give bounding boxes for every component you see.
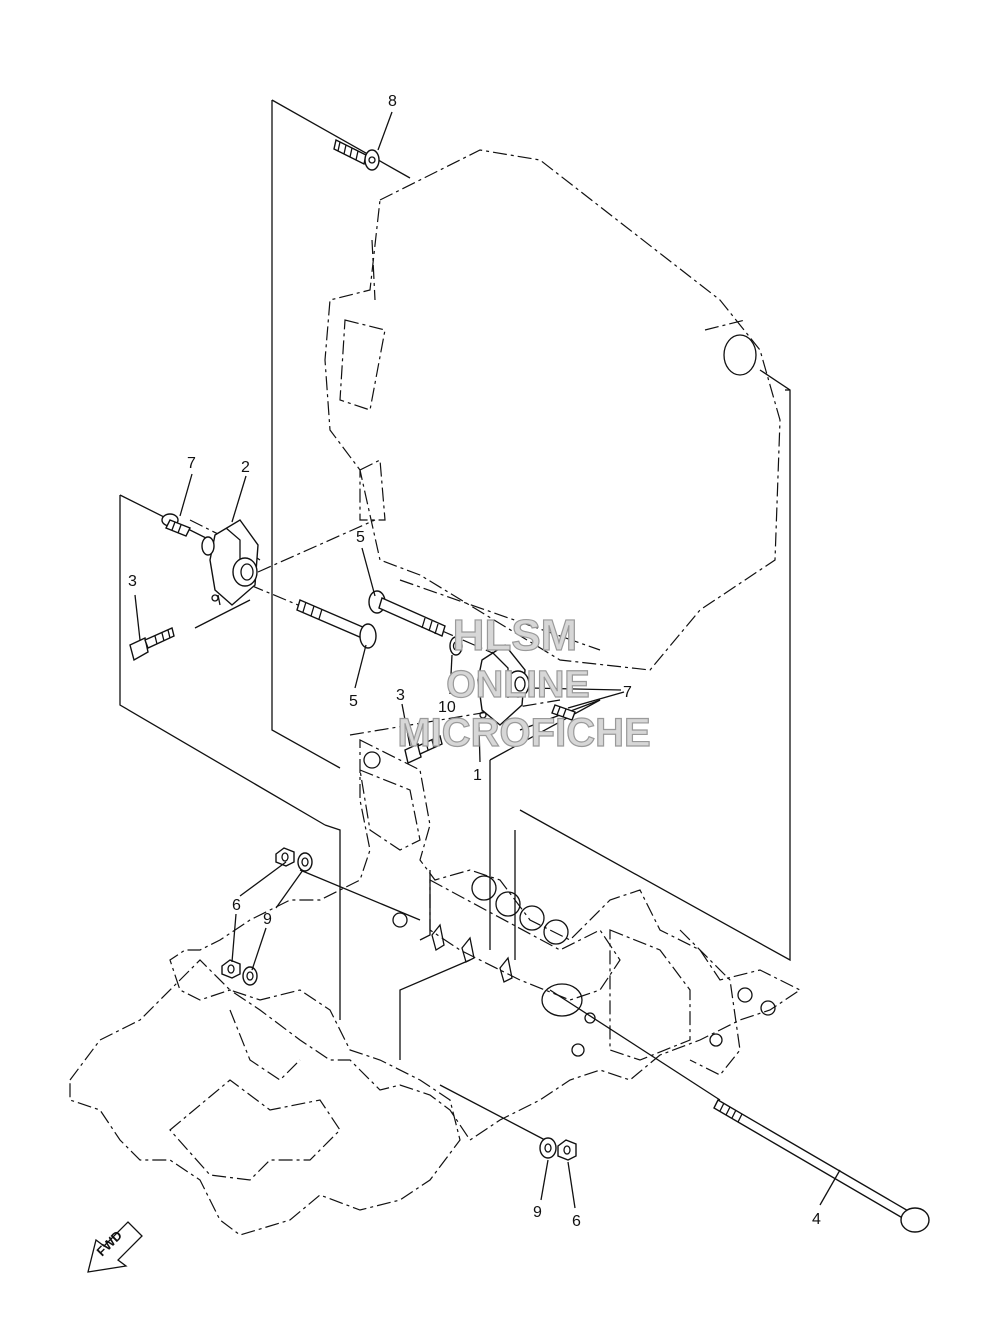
callout-9-upper: 9 <box>263 911 272 928</box>
callout-2: 2 <box>241 459 250 476</box>
washer-part-9-upper <box>297 852 313 872</box>
callout-8: 8 <box>388 93 397 110</box>
flange-bolt-part-3-center <box>404 735 443 764</box>
callout-6-lower: 6 <box>572 1213 581 1230</box>
stud-part-7-left <box>161 513 191 537</box>
callout-5-lower: 5 <box>349 693 358 710</box>
engine-phantom-outline <box>324 149 781 671</box>
stud-part-7-right <box>551 704 576 721</box>
long-bolt-part-5-lower <box>296 599 377 649</box>
nut-part-6-lower <box>557 1139 577 1161</box>
callout-4: 4 <box>812 1211 821 1228</box>
watermark-line-3: MICROFICHE <box>397 711 650 755</box>
washer-part-9-lower <box>539 1137 557 1159</box>
washer-part-10 <box>449 636 463 656</box>
callout-7-left: 7 <box>187 455 196 472</box>
fwd-label: FWD <box>94 1228 126 1260</box>
flange-bolt-part-3-left <box>129 627 175 662</box>
callout-10: 10 <box>438 699 456 716</box>
watermark-line-1: HLSM <box>453 611 578 660</box>
callout-6-upper: 6 <box>232 897 241 914</box>
through-bolt-part-4 <box>713 1099 930 1233</box>
engine-mount-part-1 <box>477 644 530 726</box>
callout-3-center: 3 <box>396 687 405 704</box>
hull-phantom <box>69 959 461 1236</box>
long-bolt-part-5-upper <box>368 590 446 637</box>
callout-7-right: 7 <box>623 684 632 701</box>
washer-part-9-mid <box>242 966 258 986</box>
watermark-line-2: ONLINE <box>446 664 590 706</box>
callout-1: 1 <box>473 767 482 784</box>
bolt-part-8 <box>333 138 380 171</box>
callout-3-left: 3 <box>128 573 137 590</box>
nut-part-6-mid <box>221 959 241 979</box>
nut-part-6-upper <box>275 847 295 867</box>
reference-lines <box>119 99 791 1141</box>
watermark: HLSM ONLINE MICROFICHE <box>397 610 652 755</box>
leader-lines <box>134 111 841 1209</box>
callout-5-upper: 5 <box>356 529 365 546</box>
callout-9-lower: 9 <box>533 1204 542 1221</box>
engine-mount-part-2 <box>201 519 259 606</box>
callout-numbers: 8 7 2 3 5 5 3 10 1 7 6 9 9 6 4 <box>128 93 821 1230</box>
fwd-arrow-badge: FWD <box>87 1221 143 1273</box>
subframe-phantom <box>169 739 802 1141</box>
